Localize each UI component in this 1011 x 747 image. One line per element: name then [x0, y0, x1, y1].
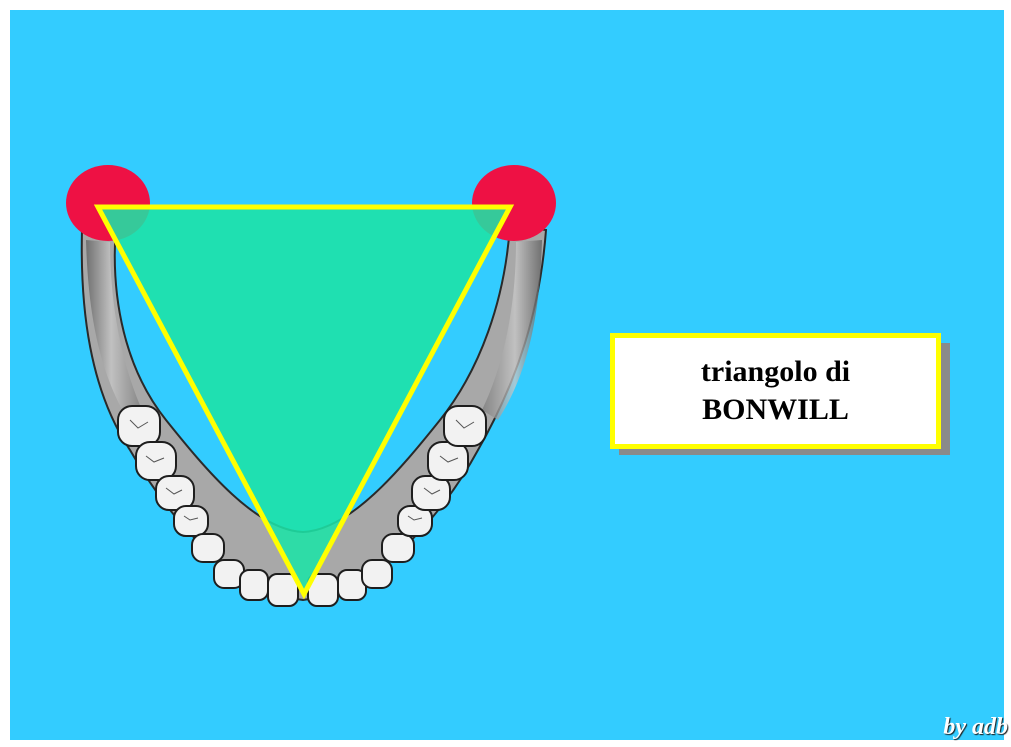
- tooth: [362, 560, 392, 588]
- tooth: [118, 406, 160, 446]
- title-box: triangolo di BONWILL: [610, 333, 941, 449]
- slide-background: triangolo di BONWILL by adb: [10, 10, 1004, 740]
- author-credit: by adb: [910, 714, 1011, 741]
- bonwill-triangle: [98, 207, 510, 594]
- title-line-2: BONWILL: [702, 391, 849, 429]
- tooth: [444, 406, 486, 446]
- tooth: [382, 534, 414, 562]
- tooth: [240, 570, 268, 600]
- tooth: [428, 442, 468, 480]
- title-line-1: triangolo di: [701, 353, 850, 391]
- tooth: [192, 534, 224, 562]
- tooth: [174, 506, 208, 536]
